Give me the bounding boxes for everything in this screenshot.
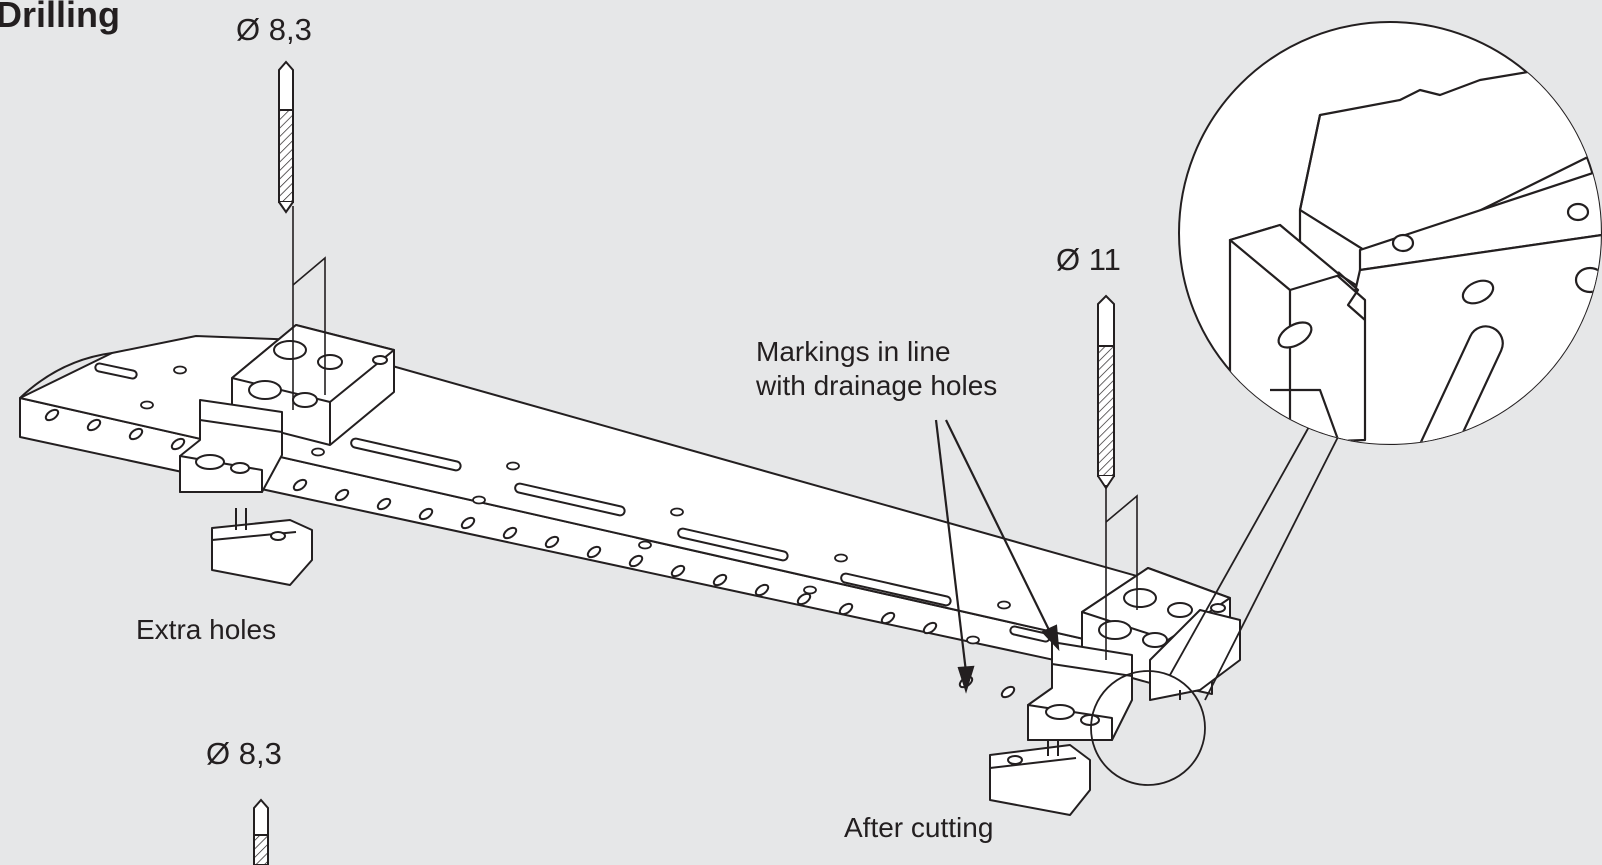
diameter-label-right: Ø 11 [1056, 242, 1121, 277]
drill-bit-right [1097, 294, 1115, 490]
rail-slots [94, 362, 1051, 643]
markings-label-line2: with drainage holes [756, 370, 998, 401]
diameter-label-top-left: Ø 8,3 [236, 12, 312, 47]
drill-bit-top-left [278, 60, 294, 214]
markings-label-line1: Markings in line [756, 336, 951, 367]
zoom-connector [1090, 424, 1341, 786]
right-jig-block [989, 567, 1241, 816]
drill-bit-bottom-left [253, 798, 269, 865]
left-jig-block [179, 324, 395, 586]
markings-leader-arrows [934, 419, 1060, 694]
page-title: Drilling [0, 0, 120, 35]
rail-holes [140, 365, 1011, 645]
edge-markings [44, 408, 1016, 699]
diameter-label-bottom-left: Ø 8,3 [206, 736, 282, 771]
extra-holes-label: Extra holes [136, 614, 277, 645]
after-cutting-label: After cutting [844, 812, 994, 843]
zoom-detail [1178, 21, 1602, 445]
drilling-axis-lines [292, 206, 1138, 660]
